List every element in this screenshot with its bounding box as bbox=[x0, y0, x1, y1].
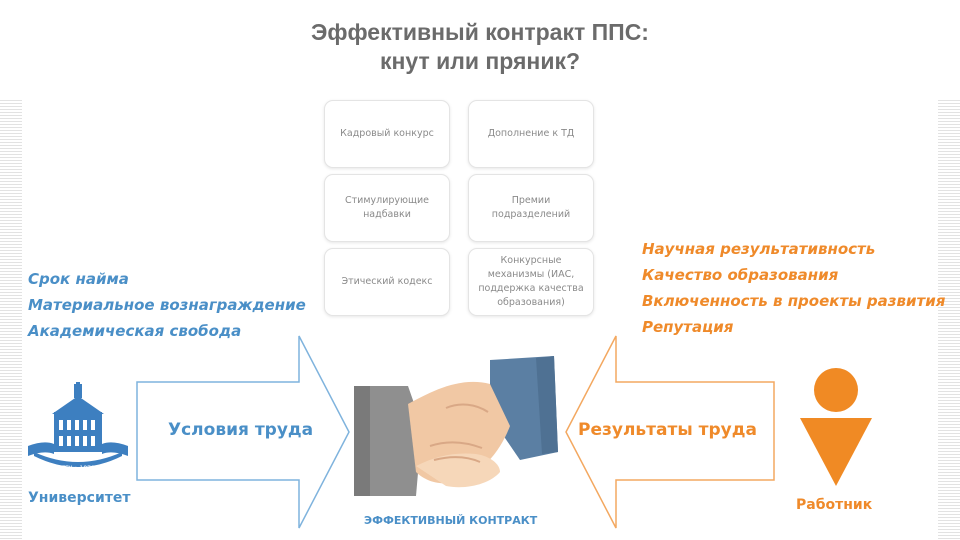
list-item: Качество образования bbox=[642, 266, 839, 284]
box-department-bonuses: Премии подразделений bbox=[468, 174, 594, 242]
list-item: Репутация bbox=[642, 318, 734, 336]
box-employment-supplement: Дополнение к ТД bbox=[468, 100, 594, 168]
title-line-2: кнут или пряник? bbox=[379, 48, 581, 74]
left-arrow-label: Условия труда bbox=[168, 420, 314, 440]
list-item: Научная результативность bbox=[642, 240, 876, 258]
right-arrow bbox=[565, 335, 775, 529]
handshake-icon bbox=[354, 356, 558, 496]
right-arrow-label: Результаты труда bbox=[578, 420, 757, 440]
box-competitive-mechanisms: Конкурсные механизмы (ИАС, поддержка кач… bbox=[468, 248, 594, 316]
worker-results-list: Научная результативность Качество образо… bbox=[642, 236, 945, 340]
page-title: Эффективный контракт ППС: кнут или пряни… bbox=[0, 18, 960, 76]
left-arrow bbox=[136, 335, 350, 529]
university-building-icon: ТГУ • 1878 bbox=[28, 382, 128, 472]
list-item: Материальное вознаграждение bbox=[28, 296, 306, 314]
person-icon bbox=[800, 368, 872, 486]
university-label: Университет bbox=[28, 490, 131, 506]
box-incentive-bonuses: Стимулирующие надбавки bbox=[324, 174, 450, 242]
title-line-1: Эффективный контракт ППС: bbox=[311, 19, 649, 45]
box-ethics-code: Этический кодекс bbox=[324, 248, 450, 316]
list-item: Включенность в проекты развития bbox=[642, 292, 946, 310]
logo-text: ТГУ • 1878 bbox=[60, 465, 95, 472]
box-hiring-competition: Кадровый конкурс bbox=[324, 100, 450, 168]
effective-contract-label: ЭФФЕКТИВНЫЙ КОНТРАКТ bbox=[364, 514, 538, 527]
decorative-stripes-left bbox=[0, 100, 22, 540]
list-item: Срок найма bbox=[28, 270, 129, 288]
worker-label: Работник bbox=[796, 497, 873, 513]
decorative-stripes-right bbox=[938, 100, 960, 540]
list-item: Академическая свобода bbox=[28, 322, 242, 340]
university-offer-list: Срок найма Материальное вознаграждение А… bbox=[28, 266, 306, 344]
